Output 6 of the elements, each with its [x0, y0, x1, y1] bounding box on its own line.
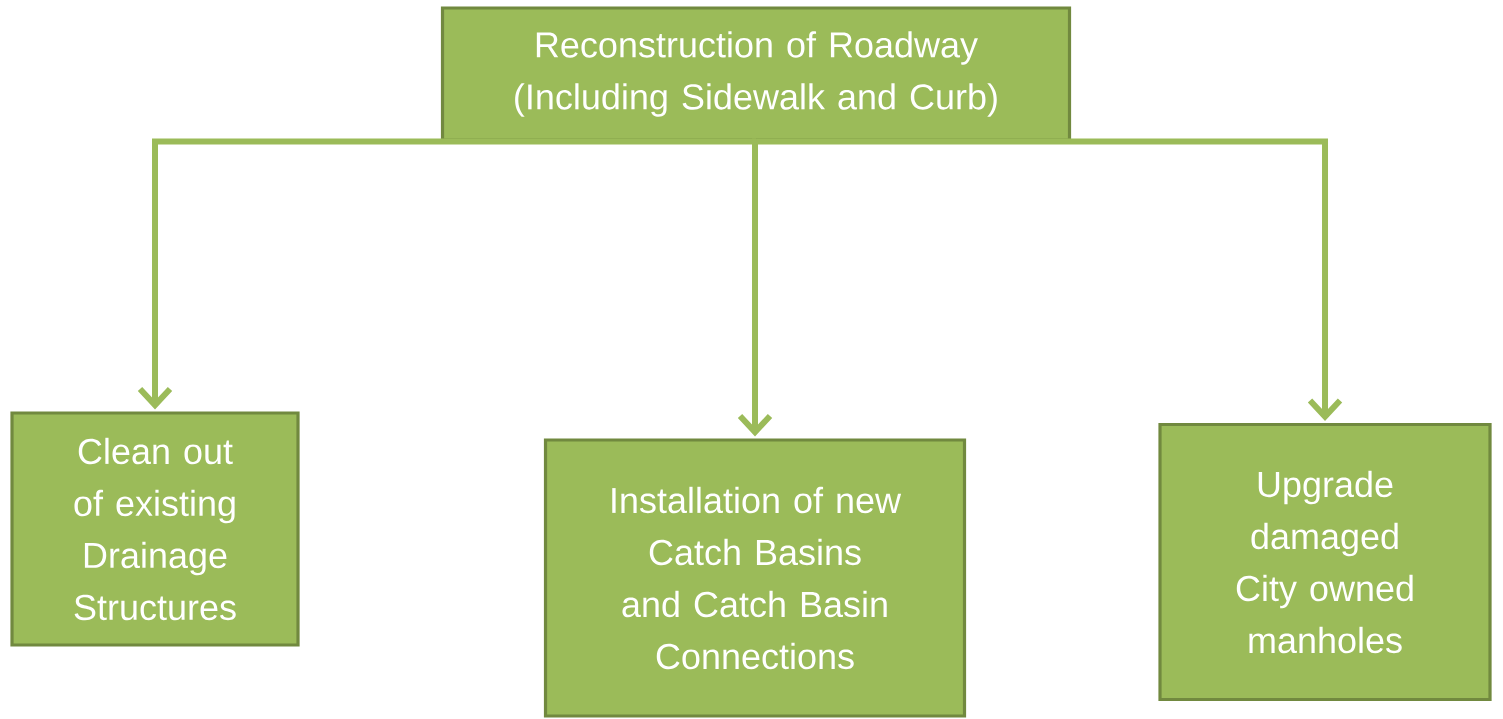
process-box: Installation of new Catch Basins and Catch Basin Connections	[543, 438, 967, 718]
arrow	[737, 138, 773, 437]
process-box: Clean out of existing Drainage Structures	[10, 411, 300, 647]
process-box: Reconstruction of Roadway (Including Sidewalk and Curb)	[440, 6, 1072, 142]
arrow	[756, 138, 1343, 421]
process-box: Upgrade damaged City owned manholes	[1158, 422, 1492, 702]
